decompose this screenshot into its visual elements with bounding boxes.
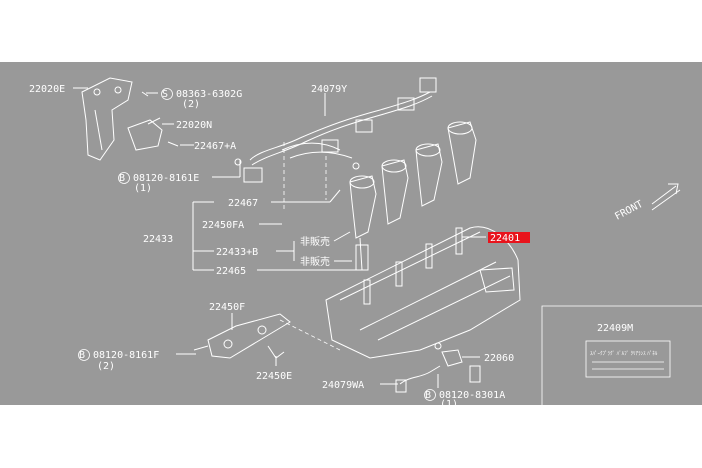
label-08363-6302g: 08363-6302G: [176, 89, 242, 100]
label-22450e: 22450E: [256, 371, 292, 382]
label-22465: 22465: [216, 266, 246, 277]
ignition-coils: [349, 121, 477, 271]
label-22060: 22060: [484, 353, 514, 364]
sensor-22060: [395, 342, 481, 393]
label-24079y: 24079Y: [311, 84, 347, 95]
label-22401[interactable]: 22401: [490, 233, 520, 244]
label-not-for-sale-1: 非販売: [300, 235, 330, 248]
bracket-assembly: [81, 77, 179, 161]
label-not-for-sale-2: 非販売: [300, 255, 330, 268]
label-22433-b: 22433+B: [216, 247, 258, 258]
front-arrow-icon: [651, 183, 681, 211]
label-08120-8301a: 08120-8301A: [439, 390, 505, 401]
highlight-22401: [488, 232, 530, 243]
label-24079wa: 24079WA: [322, 380, 364, 391]
label-qty-1-b: (1): [440, 399, 458, 410]
label-22450fa: 22450FA: [202, 220, 244, 231]
label-08120-8161f: 08120-8161F: [93, 350, 159, 361]
legend-plate-text: ｽﾊﾟｰｸﾌﾟﾗｸﾞ ﾊﾞﾙﾌﾞ ｸﾘｱﾗﾝｽ ﾊﾟﾈﾙ: [590, 350, 658, 357]
label-circled-s: S: [162, 89, 168, 100]
label-circled-b-2: B: [79, 350, 85, 361]
label-front: FRONT: [613, 199, 645, 223]
engine-cover: [325, 226, 521, 359]
label-circled-b-3: B: [425, 390, 431, 401]
label-qty-1-a: (1): [134, 183, 152, 194]
label-22467-a: 22467+A: [194, 141, 236, 152]
label-qty-2-b: (2): [97, 361, 115, 372]
label-22450f: 22450F: [209, 302, 245, 313]
label-22433: 22433: [143, 234, 173, 245]
label-22409m: 22409M: [597, 323, 633, 334]
label-qty-2-a: (2): [182, 99, 200, 110]
label-22467: 22467: [228, 198, 258, 209]
label-22020n: 22020N: [176, 120, 212, 131]
label-08120-8161e: 08120-8161E: [133, 173, 199, 184]
harness-24079y: [234, 77, 437, 183]
label-circled-b-1: B: [119, 173, 125, 184]
leader-lines: [73, 87, 486, 388]
legend-box: [541, 305, 702, 405]
bracket-22450f: [193, 313, 291, 359]
label-22020e: 22020E: [29, 84, 65, 95]
diagram-background: [0, 62, 702, 405]
